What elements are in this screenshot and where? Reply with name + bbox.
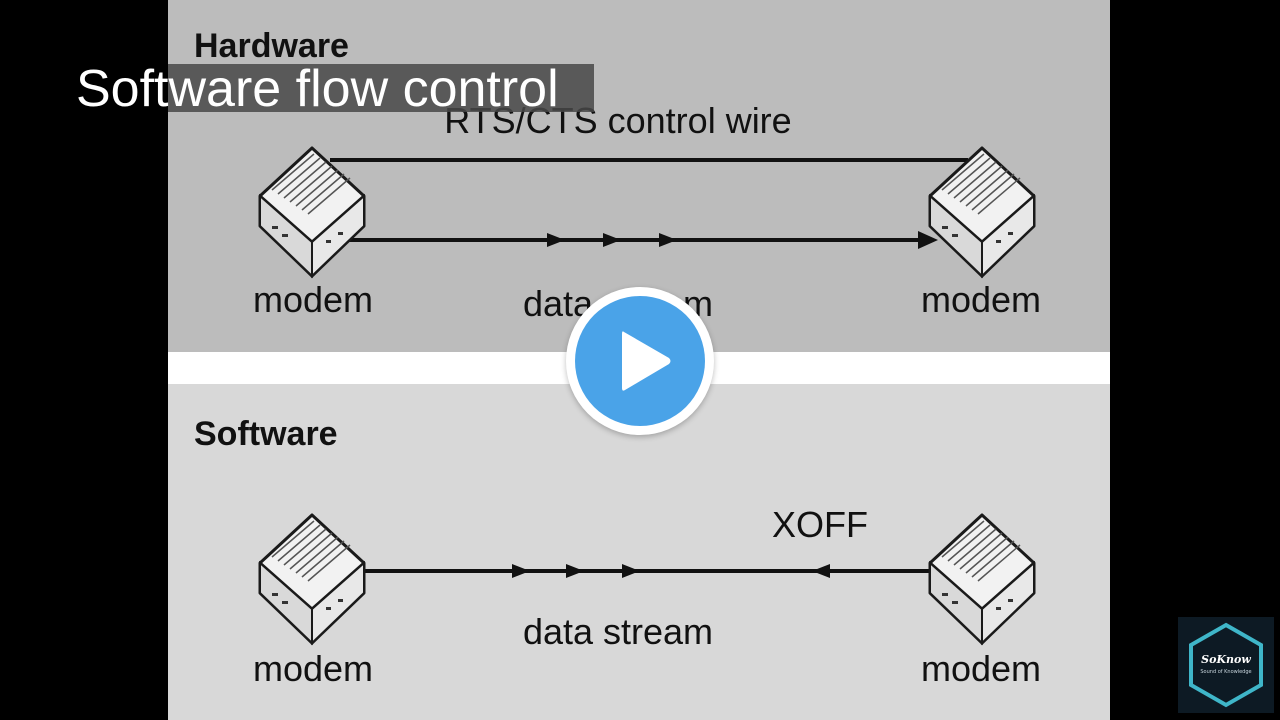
software-data-stream-label: data stream: [523, 611, 713, 652]
channel-logo-tagline: Sound of Knowledge: [1200, 669, 1252, 675]
xoff-arrow-icon: [812, 564, 830, 578]
play-button[interactable]: [566, 287, 714, 435]
stream-arrow-icon: [566, 564, 584, 578]
stream-arrow-icon: [622, 564, 640, 578]
hardware-left-modem-label: modem: [253, 279, 373, 320]
stream-arrow-icon: [603, 233, 621, 247]
hexagon-logo-icon: [1189, 622, 1263, 708]
software-right-modem-label: modem: [921, 648, 1041, 689]
hardware-heading: Hardware: [194, 27, 349, 65]
stream-arrow-icon: [512, 564, 530, 578]
software-left-modem-label: modem: [253, 648, 373, 689]
stream-arrow-icon: [659, 233, 677, 247]
play-icon: [622, 331, 671, 391]
stream-arrow-icon: [547, 233, 565, 247]
video-title: Software flow control: [76, 60, 559, 118]
hardware-right-modem-label: modem: [921, 279, 1041, 320]
software-heading: Software: [194, 415, 338, 453]
xoff-label: XOFF: [772, 504, 868, 545]
channel-logo[interactable]: SoKnow Sound of Knowledge: [1178, 617, 1274, 713]
stream-arrow-icon: [918, 231, 938, 249]
title-overlay-band: [168, 64, 594, 112]
channel-logo-name: SoKnow: [1201, 653, 1251, 666]
